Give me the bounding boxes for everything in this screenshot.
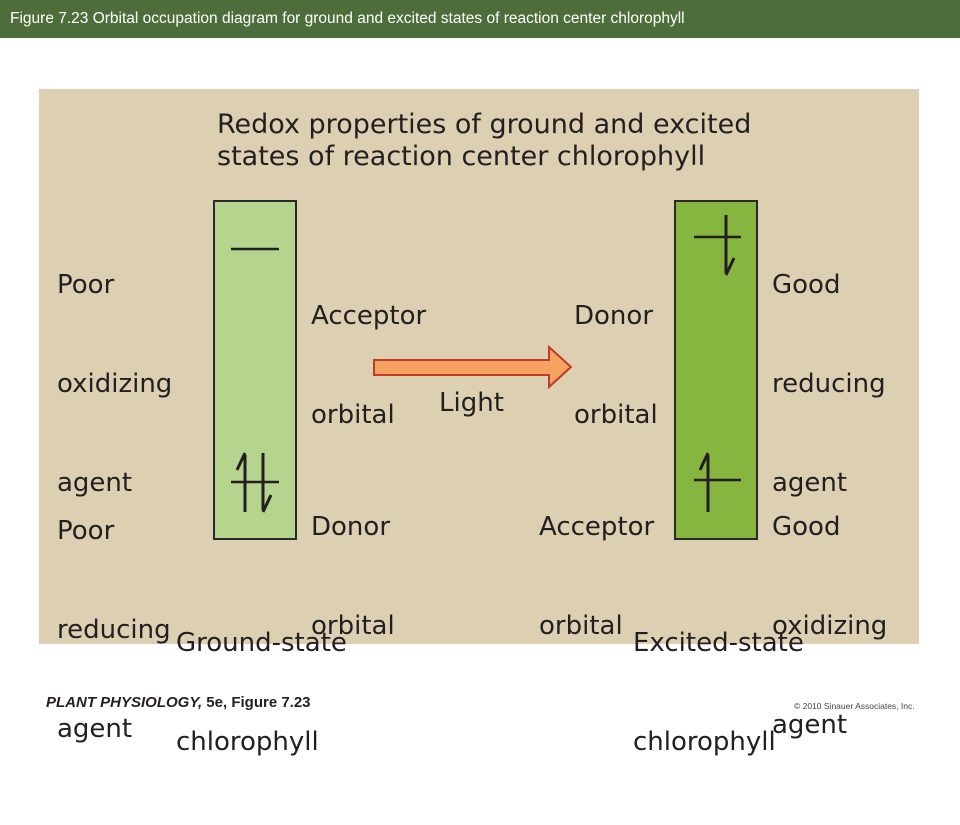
poor-oxidizing-agent-label: Poor oxidizing agent: [57, 270, 173, 498]
book-title: PLANT PHYSIOLOGY,: [46, 694, 203, 711]
excited-electron-up-arrow: [698, 452, 710, 512]
ground-donor-orbital-label: Donor orbital: [311, 512, 395, 641]
light-arrow: [373, 344, 573, 390]
excited-state-column: [674, 200, 758, 540]
book-edition: 5e, Figure 7.23: [202, 694, 311, 711]
ground-electron-down-arrow: [261, 453, 273, 513]
figure-caption: Figure 7.23 Orbital occupation diagram f…: [10, 10, 685, 27]
diagram-panel: Redox properties of ground and excited s…: [39, 89, 919, 757]
copyright-notice: © 2010 Sinauer Associates, Inc.: [794, 701, 915, 711]
ground-state-column: [213, 200, 297, 540]
ground-acceptor-orbital-label: Acceptor orbital: [311, 301, 427, 430]
book-citation: PLANT PHYSIOLOGY, 5e, Figure 7.23: [46, 694, 311, 711]
diagram-title-line1: Redox properties of ground and excited: [217, 109, 752, 140]
excited-electron-down-arrow: [724, 215, 736, 276]
light-label: Light: [439, 388, 504, 418]
excited-donor-orbital-label: Donor orbital: [574, 301, 658, 430]
good-reducing-agent-label: Good reducing agent: [772, 270, 886, 498]
figure-caption-bar: Figure 7.23 Orbital occupation diagram f…: [0, 0, 960, 38]
excited-acceptor-orbital-label: Acceptor orbital: [539, 512, 655, 641]
ground-electron-up-arrow: [235, 452, 247, 512]
orbital-diagram-graphics: [231, 215, 741, 513]
diagram-title-line2: states of reaction center chlorophyll: [217, 141, 706, 172]
